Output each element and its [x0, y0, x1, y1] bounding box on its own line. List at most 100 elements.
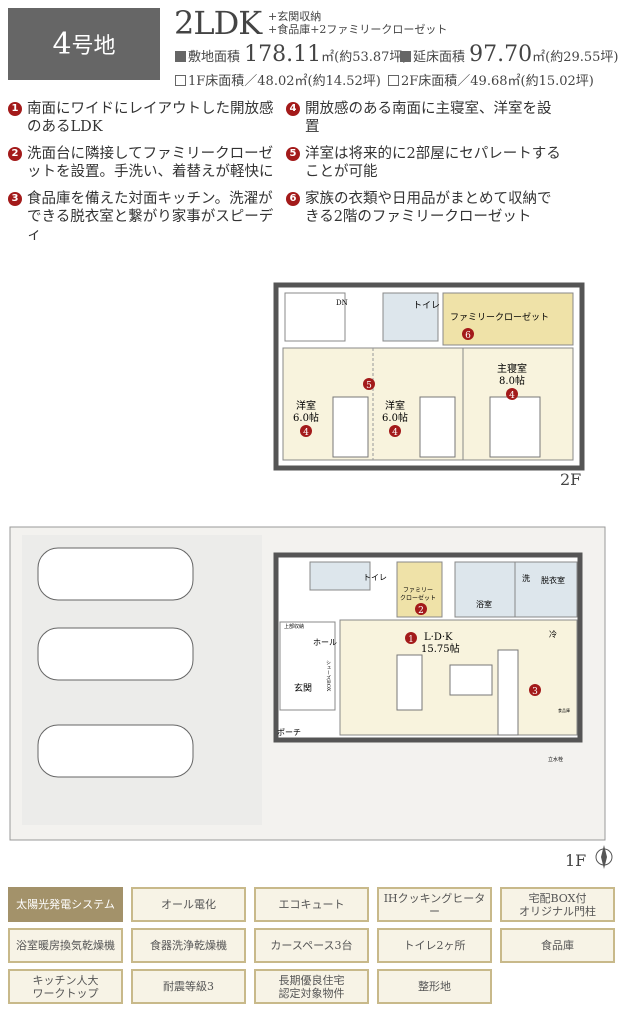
feature-tag: 食品庫 — [500, 928, 615, 963]
wash-label: 洗 — [522, 573, 530, 583]
compass-icon — [595, 845, 613, 869]
1f-area: 1F床面積／48.02㎡(約14.52坪) — [175, 70, 381, 89]
2f-area-text: 2F床面積／49.68㎡(約15.02坪) — [401, 74, 594, 89]
feature-tag: 宅配BOX付 オリジナル門柱 — [500, 887, 615, 922]
ldk-size: 15.75帖 — [421, 642, 460, 655]
pantry-label: 食品庫 — [558, 707, 570, 713]
square-icon — [400, 51, 411, 62]
dn-label: DN — [336, 299, 348, 307]
family-closet-label: ファミリークローゼット — [450, 311, 549, 323]
room-b-size: 6.0帖 — [382, 411, 408, 424]
toilet-label: トイレ — [363, 573, 387, 582]
point-text: 南面にワイドにレイアウトした開放感のあるLDK — [27, 101, 274, 135]
feature-tag: IHクッキングヒーター — [377, 887, 492, 922]
site-area-label: 敷地面積 — [188, 50, 241, 65]
feature-point: 3 食品庫を備えた対面キッチン。洗濯ができる脱衣室と繋がり家事がスピーディ — [8, 190, 283, 244]
feature-point: 5 洋室は将来的に2部屋にセパレートすることが可能 — [286, 145, 561, 181]
point-text: 開放感のある南面に主寝室、洋室を設置 — [305, 101, 552, 135]
room-a-size: 6.0帖 — [293, 411, 319, 424]
floor-area: 延床面積 97.70㎡(約29.55坪) — [400, 42, 619, 67]
feature-tag: 太陽光発電システム — [8, 887, 123, 922]
dressing-label: 脱衣室 — [541, 575, 565, 585]
point-badge: 2 — [8, 147, 22, 161]
site-area-unit: ㎡(約53.87坪) — [321, 50, 408, 65]
feature-tag: 食器洗浄乾燥機 — [131, 928, 246, 963]
feature-tag: カースペース3台 — [254, 928, 369, 963]
feature-tag: キッチン人大 ワークトップ — [8, 969, 123, 1004]
point-text: 洋室は将来的に2部屋にセパレートすることが可能 — [305, 146, 561, 180]
feature-point: 2 洗面台に隣接してファミリークローゼットを設置。手洗い、着替えが軽快に — [8, 145, 283, 181]
point-badge: 5 — [286, 147, 300, 161]
badge-1-num: 1 — [408, 635, 414, 645]
badge-3-num: 3 — [532, 687, 538, 697]
badge-4-num: 4 — [303, 428, 309, 438]
floor-plan-2f: DN トイレ ファミリークローゼット 6 5 洋室 6.0帖 4 洋室 6.0帖… — [273, 282, 585, 489]
badge-5 — [363, 378, 375, 390]
porch-label: ポーチ — [277, 728, 301, 737]
hall-label: ホール — [313, 638, 337, 647]
badge-2-num: 2 — [418, 606, 424, 616]
badge-4 — [506, 388, 518, 400]
floor-label-1f: 1F — [565, 851, 586, 870]
1f-area-text: 1F床面積／48.02㎡(約14.52坪) — [188, 74, 381, 89]
badge-4-num: 4 — [392, 428, 398, 438]
ldk-label: L·D·K — [424, 632, 453, 643]
feature-point: 6 家族の衣類や日用品がまとめて収納できる2階のファミリークローゼット — [286, 190, 561, 226]
feature-tag: エコキュート — [254, 887, 369, 922]
feature-tag: トイレ2ヶ所 — [377, 928, 492, 963]
badge-6 — [462, 328, 474, 340]
site-area-value: 178.11 — [244, 42, 322, 67]
square-outline-icon — [388, 75, 399, 86]
lot-suffix: 号地 — [71, 34, 116, 59]
shoes-box-label: シューズBOX — [325, 660, 331, 692]
badge-2 — [415, 603, 427, 615]
car-icons — [37, 547, 194, 778]
site-area: 敷地面積 178.11㎡(約53.87坪) — [175, 42, 408, 67]
badge-6-num: 6 — [465, 331, 471, 341]
point-text: 洗面台に隣接してファミリークローゼットを設置。手洗い、着替えが軽快に — [27, 146, 274, 180]
2f-area: 2F床面積／49.68㎡(約15.02坪) — [388, 70, 594, 89]
entrance-label: 玄関 — [294, 682, 312, 694]
point-badge: 1 — [8, 102, 22, 116]
feature-point: 1 南面にワイドにレイアウトした開放感のあるLDK — [8, 100, 283, 136]
fridge-label: 冷 — [549, 629, 557, 639]
floor-label-2f: 2F — [560, 470, 581, 489]
toilet-label: トイレ — [413, 301, 440, 311]
bath-label: 浴室 — [476, 599, 492, 609]
point-badge: 3 — [8, 192, 22, 206]
feature-tag: 耐震等級3 — [131, 969, 246, 1004]
badge-3 — [529, 684, 541, 696]
point-text: 家族の衣類や日用品がまとめて収納できる2階のファミリークローゼット — [305, 191, 552, 225]
feature-tag: オール電化 — [131, 887, 246, 922]
square-icon — [175, 51, 186, 62]
master-size: 8.0帖 — [499, 374, 525, 387]
room-a-label: 洋室 — [296, 399, 316, 412]
floor-plan-1f: トイレ ファミリー クローゼット 2 浴室 洗 脱衣室 1 L·D·K 15.7… — [9, 526, 613, 870]
square-outline-icon — [175, 75, 186, 86]
room-b-label: 洋室 — [385, 399, 405, 412]
floor-area-label: 延床面積 — [413, 50, 466, 65]
upper-storage-label: 上部収納 — [284, 623, 304, 630]
point-text: 食品庫を備えた対面キッチン。洗濯ができる脱衣室と繋がり家事がスピーディ — [27, 191, 274, 243]
badge-5-num: 5 — [366, 381, 372, 391]
extras-line: +玄関収納 — [268, 10, 322, 23]
badge-4-num: 4 — [509, 391, 515, 401]
master-label: 主寝室 — [497, 362, 527, 375]
point-badge: 4 — [286, 102, 300, 116]
floor-area-value: 97.70 — [469, 42, 533, 67]
lot-number: 4 — [52, 26, 72, 62]
badge-1 — [405, 632, 417, 644]
feature-tag: 浴室暖房換気乾燥機 — [8, 928, 123, 963]
plan-type: 2LDK — [174, 4, 262, 42]
extras-line: +食品庫+2ファミリークローゼット — [268, 23, 448, 36]
badge-4 — [389, 425, 401, 437]
feature-tag: 整形地 — [377, 969, 492, 1004]
badge-4 — [300, 425, 312, 437]
feature-tag: 長期優良住宅 認定対象物件 — [254, 969, 369, 1004]
faucet-label: 立水栓 — [548, 756, 563, 763]
plan-extras: +玄関収納+食品庫+2ファミリークローゼット — [268, 10, 447, 36]
closet-label-2: クローゼット — [400, 594, 436, 602]
feature-point: 4 開放感のある南面に主寝室、洋室を設置 — [286, 100, 561, 136]
point-badge: 6 — [286, 192, 300, 206]
